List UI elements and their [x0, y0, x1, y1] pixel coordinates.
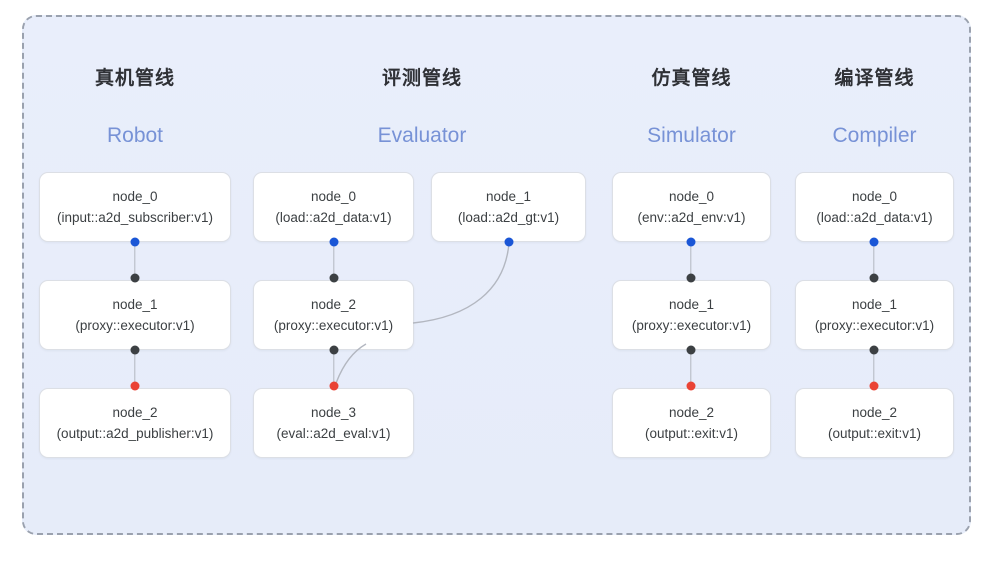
node-name: node_2: [851, 404, 898, 420]
port-input-compiler-1[interactable]: [869, 273, 879, 283]
node-spec: (proxy::executor:v1): [273, 317, 394, 333]
column-subtitle-evaluator: Evaluator: [377, 124, 467, 147]
node-spec: (output::exit:v1): [827, 425, 922, 441]
node-spec: (output::a2d_publisher:v1): [56, 425, 214, 441]
node-spec: (load::a2d_data:v1): [275, 209, 392, 225]
port-output-robot-1[interactable]: [130, 345, 140, 355]
node-name: node_2: [668, 404, 715, 420]
node-evaluator-2[interactable]: node_2 (proxy::executor:v1): [253, 280, 414, 350]
column-subtitle-simulator: Simulator: [647, 124, 736, 147]
node-simulator-1[interactable]: node_1 (proxy::executor:v1): [612, 280, 771, 350]
node-simulator-2[interactable]: node_2 (output::exit:v1): [612, 388, 771, 458]
node-name: node_1: [112, 296, 158, 312]
column-title-simulator: 仿真管线: [651, 68, 732, 89]
node-name: node_2: [112, 404, 158, 420]
node-name: node_2: [310, 296, 357, 312]
port-output-compiler-0[interactable]: [869, 237, 879, 247]
node-robot-0[interactable]: node_0 (input::a2d_subscriber:v1): [39, 172, 231, 242]
node-simulator-0[interactable]: node_0 (env::a2d_env:v1): [612, 172, 771, 242]
port-output-simulator-1[interactable]: [686, 345, 696, 355]
node-name: node_1: [485, 188, 532, 204]
column-title-compiler: 编译管线: [834, 68, 915, 89]
port-input-evaluator-2[interactable]: [329, 273, 339, 283]
node-name: node_0: [310, 188, 357, 204]
column-subtitle-robot: Robot: [106, 124, 164, 147]
node-name: node_0: [851, 188, 898, 204]
port-output-compiler-1[interactable]: [869, 345, 879, 355]
node-name: node_0: [668, 188, 715, 204]
port-input-robot-1[interactable]: [130, 273, 140, 283]
port-input-simulator-1[interactable]: [686, 273, 696, 283]
node-compiler-1[interactable]: node_1 (proxy::executor:v1): [795, 280, 954, 350]
node-spec: (eval::a2d_eval:v1): [276, 425, 391, 441]
port-output-robot-0[interactable]: [130, 237, 140, 247]
port-input-simulator-2[interactable]: [686, 381, 696, 391]
node-evaluator-3[interactable]: node_3 (eval::a2d_eval:v1): [253, 388, 414, 458]
port-input-evaluator-3[interactable]: [329, 381, 339, 391]
node-evaluator-0[interactable]: node_0 (load::a2d_data:v1): [253, 172, 414, 242]
node-robot-2[interactable]: node_2 (output::a2d_publisher:v1): [39, 388, 231, 458]
port-output-evaluator-2[interactable]: [329, 345, 339, 355]
node-spec: (proxy::executor:v1): [75, 317, 195, 333]
port-input-robot-2[interactable]: [130, 381, 140, 391]
node-name: node_3: [310, 404, 357, 420]
node-spec: (output::exit:v1): [644, 425, 739, 441]
node-spec: (load::a2d_data:v1): [816, 209, 933, 225]
port-input-compiler-2[interactable]: [869, 381, 879, 391]
node-spec: (env::a2d_env:v1): [637, 209, 746, 225]
node-compiler-0[interactable]: node_0 (load::a2d_data:v1): [795, 172, 954, 242]
node-spec: (load::a2d_gt:v1): [457, 209, 560, 225]
node-name: node_1: [851, 296, 898, 312]
node-spec: (proxy::executor:v1): [814, 317, 935, 333]
column-title-evaluator: 评测管线: [381, 68, 462, 89]
node-spec: (input::a2d_subscriber:v1): [56, 209, 214, 225]
node-evaluator-gt[interactable]: node_1 (load::a2d_gt:v1): [431, 172, 586, 242]
column-title-robot: 真机管线: [94, 68, 175, 89]
port-output-simulator-0[interactable]: [686, 237, 696, 247]
node-robot-1[interactable]: node_1 (proxy::executor:v1): [39, 280, 231, 350]
port-output-evaluator-0[interactable]: [329, 237, 339, 247]
node-spec: (proxy::executor:v1): [631, 317, 752, 333]
node-compiler-2[interactable]: node_2 (output::exit:v1): [795, 388, 954, 458]
node-name: node_0: [112, 188, 158, 204]
node-name: node_1: [668, 296, 715, 312]
column-subtitle-compiler: Compiler: [832, 124, 917, 147]
port-output-evaluator-gt[interactable]: [504, 237, 514, 247]
